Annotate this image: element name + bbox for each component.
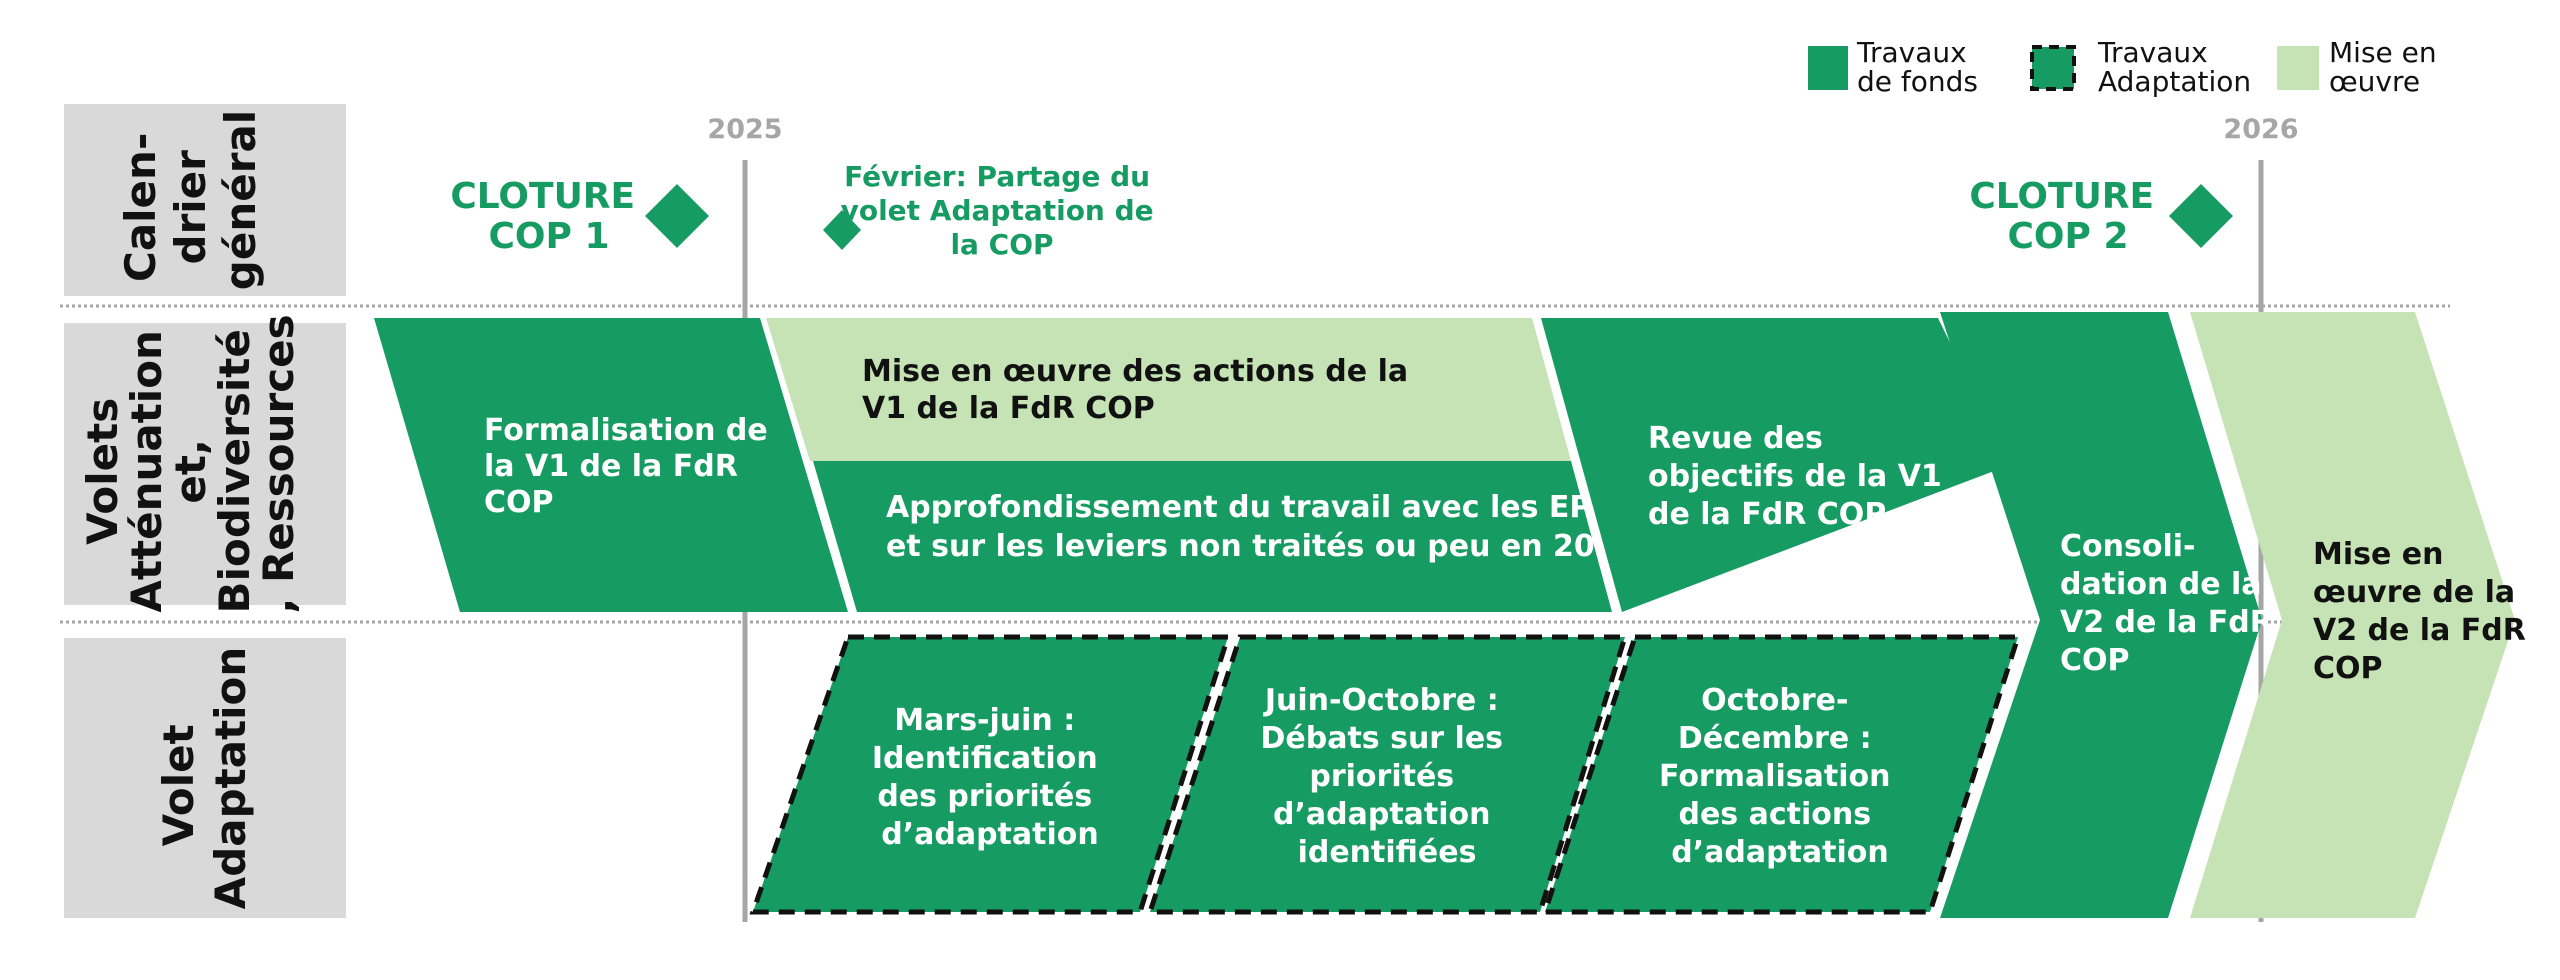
row-label-bg-volets [64, 323, 346, 605]
box-approfondissement-text: Approfondissement du travail avec les EP… [886, 490, 1637, 564]
legend-label-travaux-adaptation: Travaux Adaptation [2097, 36, 2251, 98]
box-octobre-decembre-text: Octobre- Décembre : Formalisation des ac… [1659, 683, 1901, 870]
chevron-mise-en-oeuvre-v2-text: Mise en œuvre de la V2 de la FdR COP [2313, 537, 2536, 686]
box-revue-objectifs-text: Revue des objectifs de la V1 de la FdR C… [1648, 421, 1952, 532]
box-revue-objectifs [1541, 318, 2010, 612]
legend-label-mise-en-oeuvre: Mise en œuvre [2329, 36, 2446, 98]
row-label-bg-calendrier [64, 104, 346, 296]
box-formalisation-v1 [374, 318, 848, 612]
row-label-calendrier: Calen- drier général [116, 110, 265, 290]
legend-swatch-travaux-adaptation [2030, 45, 2076, 91]
chevron-consolidation-v2-text: Consoli- dation de la V2 de la FdR COP [2060, 529, 2283, 678]
box-formalisation-v1-text: Formalisation de la V1 de la FdR COP [484, 413, 778, 520]
diamond-icon [823, 210, 861, 250]
diamond-icon [2169, 184, 2233, 248]
year-label-2026: 2026 [2223, 114, 2298, 145]
legend-swatch-travaux-fonds [1808, 46, 1848, 90]
box-mars-juin-text: Mars-juin : Identification des priorités… [872, 703, 1108, 852]
year-label-2025: 2025 [707, 114, 782, 145]
milestone-fevrier-partage: Février: Partage du volet Adaptation de … [841, 160, 1164, 261]
box-juin-octobre-text: Juin-Octobre : Débats sur les priorités … [1260, 683, 1513, 870]
chevron-mise-en-oeuvre-v2 [2190, 312, 2515, 918]
box-mars-juin [749, 634, 1232, 915]
box-mise-en-oeuvre-v1 [766, 318, 1571, 461]
row-label-adaptation: Volet Adaptation [154, 647, 255, 910]
milestone-cloture-cop2: CLOTURE COP 2 [1969, 176, 2166, 257]
box-approfondissement [813, 461, 1612, 612]
row-label-bg-adaptation [64, 638, 346, 918]
chevron-consolidation-v2 [1940, 312, 2262, 918]
box-octobre-decembre [1541, 634, 2022, 915]
milestone-cloture-cop1: CLOTURE COP 1 [450, 176, 647, 257]
box-juin-octobre [1146, 634, 1629, 915]
legend-label-travaux-fonds: Travaux de fonds [1856, 36, 1978, 98]
row-label-volets: Volets Atténuation et, Biodiversité , Re… [78, 314, 303, 613]
legend-swatch-mise-en-oeuvre [2277, 46, 2319, 90]
diamond-icon [645, 184, 709, 248]
box-mise-en-oeuvre-v1-text: Mise en œuvre des actions de la V1 de la… [862, 354, 1419, 426]
